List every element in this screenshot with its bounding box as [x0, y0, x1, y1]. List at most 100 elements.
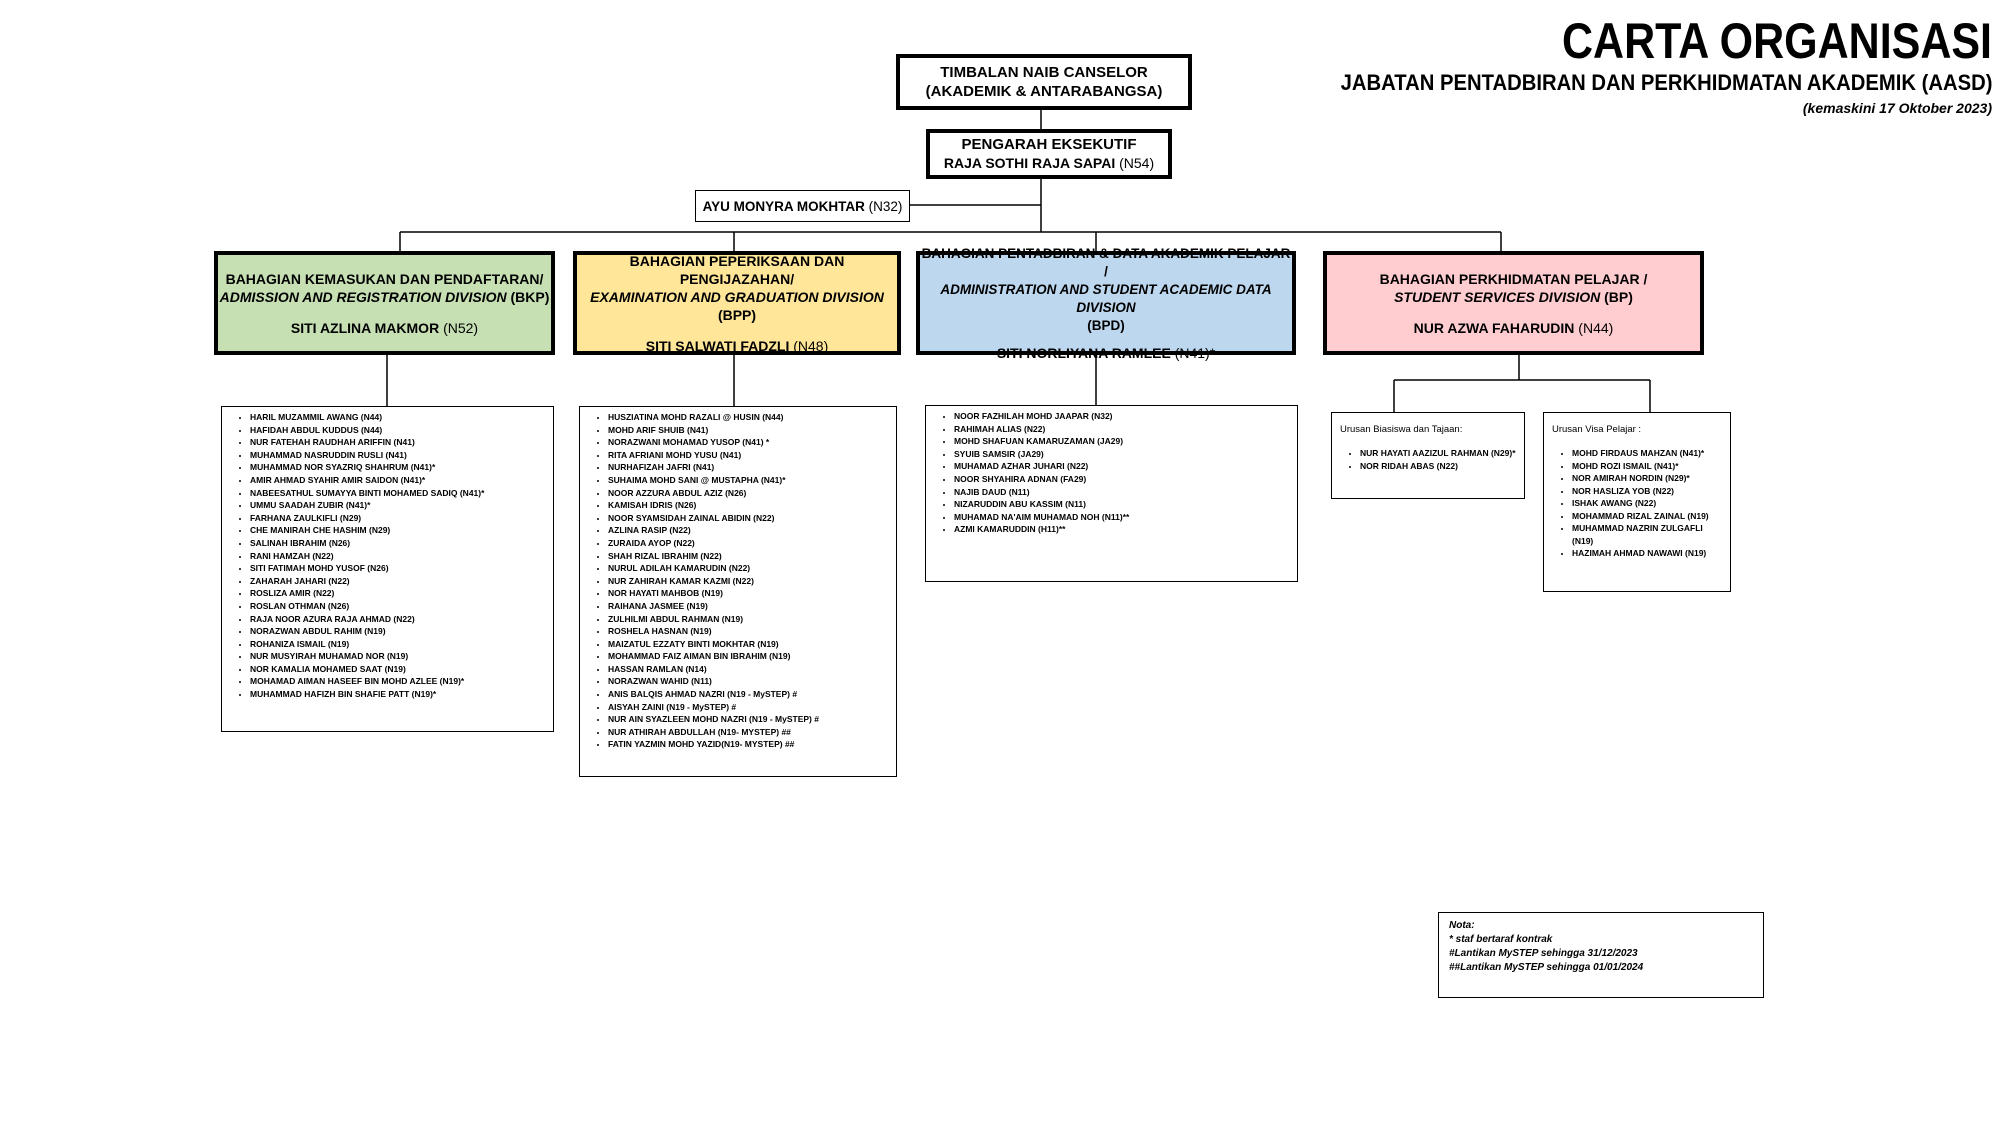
- staff-member: NABEESATHUL SUMAYYA BINTI MOHAMED SADIQ …: [250, 487, 547, 500]
- staff-member: MUHAMMAD NASRUDDIN RUSLI (N41): [250, 449, 547, 462]
- staff-member: MOHAMMAD RIZAL ZAINAL (N19): [1572, 510, 1724, 523]
- staff-member: NUR ATHIRAH ABDULLAH (N19- MYSTEP) ##: [608, 726, 890, 739]
- staff-member: NOR HASLIZA YOB (N22): [1572, 485, 1724, 498]
- division-bp-head: NUR AZWA FAHARUDIN: [1413, 320, 1575, 336]
- staff-member: NOOR FAZHILAH MOHD JAAPAR (N32): [954, 410, 1291, 423]
- staff-member: MUHAMMAD NOR SYAZRIQ SHAHRUM (N41)*: [250, 461, 547, 474]
- director-box: PENGARAH EKSEKUTIF RAJA SOTHI RAJA SAPAI…: [926, 129, 1172, 179]
- staff-member: MOHD ARIF SHUIB (N41): [608, 424, 890, 437]
- assistant-box: AYU MONYRA MOKHTAR (N32): [695, 190, 910, 222]
- staff-member: NUR FATEHAH RAUDHAH ARIFFIN (N41): [250, 436, 547, 449]
- staff-member: FATIN YAZMIN MOHD YAZID(N19- MYSTEP) ##: [608, 738, 890, 751]
- staff-member: NORAZWAN WAHID (N11): [608, 675, 890, 688]
- staff-member: NOR HAYATI MAHBOB (N19): [608, 587, 890, 600]
- staff-member: AISYAH ZAINI (N19 - MySTEP) #: [608, 701, 890, 714]
- staff-member: MOHAMMAD FAIZ AIMAN BIN IBRAHIM (N19): [608, 650, 890, 663]
- staff-list-visa: Urusan Visa Pelajar : MOHD FIRDAUS MAHZA…: [1543, 412, 1731, 592]
- staff-member: MOHAMAD AIMAN HASEEF BIN MOHD AZLEE (N19…: [250, 675, 547, 688]
- staff-member: ANIS BALQIS AHMAD NAZRI (N19 - MySTEP) #: [608, 688, 890, 701]
- director-grade: (N54): [1119, 155, 1155, 171]
- staff-member: NAJIB DAUD (N11): [954, 486, 1291, 499]
- division-bp-name: BAHAGIAN PERKHIDMATAN PELAJAR /: [1379, 271, 1648, 287]
- staff-items-bkp: HARIL MUZAMMIL AWANG (N44)HAFIDAH ABDUL …: [230, 411, 547, 701]
- staff-member: NORAZWAN ABDUL RAHIM (N19): [250, 625, 547, 638]
- staff-list-bkp: HARIL MUZAMMIL AWANG (N44)HAFIDAH ABDUL …: [221, 406, 554, 732]
- staff-member: CHE MANIRAH CHE HASHIM (N29): [250, 524, 547, 537]
- staff-member: MOHD FIRDAUS MAHZAN (N41)*: [1572, 447, 1724, 460]
- staff-member: ZAHARAH JAHARI (N22): [250, 575, 547, 588]
- staff-member: HASSAN RAMLAN (N14): [608, 663, 890, 676]
- staff-member: FARHANA ZAULKIFLI (N29): [250, 512, 547, 525]
- staff-member: NOOR AZZURA ABDUL AZIZ (N26): [608, 487, 890, 500]
- scholarship-unit-title: Urusan Biasiswa dan Tajaan:: [1340, 424, 1463, 435]
- chart-title: CARTA ORGANISASI: [1562, 13, 1992, 69]
- staff-member: RAJA NOOR AZURA RAJA AHMAD (N22): [250, 613, 547, 626]
- staff-member: ZURAIDA AYOP (N22): [608, 537, 890, 550]
- staff-member: ROHANIZA ISMAIL (N19): [250, 638, 547, 651]
- assistant-grade: (N32): [868, 198, 903, 214]
- staff-member: MOHD ROZI ISMAIL (N41)*: [1572, 460, 1724, 473]
- note-mystep-2023: #Lantikan MySTEP sehingga 31/12/2023: [1449, 948, 1638, 959]
- division-bpp-code: (BPP): [717, 307, 757, 323]
- division-bp-english: STUDENT SERVICES DIVISION: [1394, 289, 1601, 305]
- notes-label: Nota:: [1449, 920, 1475, 931]
- staff-member: NURUL ADILAH KAMARUDIN (N22): [608, 562, 890, 575]
- staff-member: HAZIMAH AHMAD NAWAWI (N19): [1572, 547, 1724, 560]
- staff-member: HAFIDAH ABDUL KUDDUS (N44): [250, 424, 547, 437]
- division-bpp-name: BAHAGIAN PEPERIKSAAN DAN PENGIJAZAHAN/: [629, 253, 845, 287]
- staff-member: RAHIMAH ALIAS (N22): [954, 423, 1291, 436]
- staff-member: ZULHILMI ABDUL RAHMAN (N19): [608, 613, 890, 626]
- staff-member: ISHAK AWANG (N22): [1572, 497, 1724, 510]
- staff-items-visa: MOHD FIRDAUS MAHZAN (N41)*MOHD ROZI ISMA…: [1552, 447, 1724, 560]
- staff-member: NUR MUSYIRAH MUHAMAD NOR (N19): [250, 650, 547, 663]
- staff-member: NOR RIDAH ABAS (N22): [1360, 460, 1518, 473]
- division-bkp-name: BAHAGIAN KEMASUKAN DAN PENDAFTARAN/: [225, 271, 544, 287]
- assistant-name: AYU MONYRA MOKHTAR: [702, 198, 865, 214]
- staff-member: NUR HAYATI AAZIZUL RAHMAN (N29)*: [1360, 447, 1518, 460]
- staff-member: RITA AFRIANI MOHD YUSU (N41): [608, 449, 890, 462]
- staff-member: MUHAMAD NA'AIM MUHAMAD NOH (N11)**: [954, 511, 1291, 524]
- deputy-vc-portfolio: (AKADEMIK & ANTARABANGSA): [925, 83, 1163, 100]
- staff-member: KAMISAH IDRIS (N26): [608, 499, 890, 512]
- staff-member: UMMU SAADAH ZUBIR (N41)*: [250, 499, 547, 512]
- staff-items-bpd: NOOR FAZHILAH MOHD JAAPAR (N32)RAHIMAH A…: [934, 410, 1291, 536]
- division-bkp-head-grade: (N52): [443, 320, 479, 336]
- division-bkp-code: (BKP): [506, 289, 550, 305]
- staff-member: MUHAMMAD HAFIZH BIN SHAFIE PATT (N19)*: [250, 688, 547, 701]
- division-bkp-english: ADMISSION AND REGISTRATION DIVISION: [219, 289, 507, 305]
- division-bkp: BAHAGIAN KEMASUKAN DAN PENDAFTARAN/ ADMI…: [214, 251, 555, 355]
- staff-member: NIZARUDDIN ABU KASSIM (N11): [954, 498, 1291, 511]
- staff-member: RAIHANA JASMEE (N19): [608, 600, 890, 613]
- note-contract: * staf bertaraf kontrak: [1449, 934, 1553, 945]
- staff-member: ROSHELA HASNAN (N19): [608, 625, 890, 638]
- staff-member: AMIR AHMAD SYAHIR AMIR SAIDON (N41)*: [250, 474, 547, 487]
- staff-member: RANI HAMZAH (N22): [250, 550, 547, 563]
- staff-member: NOOR SHYAHIRA ADNAN (FA29): [954, 473, 1291, 486]
- staff-member: SUHAIMA MOHD SANI @ MUSTAPHA (N41)*: [608, 474, 890, 487]
- deputy-vc-title: TIMBALAN NAIB CANSELOR: [940, 64, 1148, 81]
- staff-member: AZLINA RASIP (N22): [608, 524, 890, 537]
- division-bp-code: (BP): [1600, 289, 1633, 305]
- deputy-vc-box: TIMBALAN NAIB CANSELOR (AKADEMIK & ANTAR…: [896, 54, 1192, 110]
- division-bpp-head: SITI SALWATI FADZLI: [645, 338, 790, 354]
- staff-member: HARIL MUZAMMIL AWANG (N44): [250, 411, 547, 424]
- staff-member: AZMI KAMARUDDIN (H11)**: [954, 523, 1291, 536]
- director-name: RAJA SOTHI RAJA SAPAI: [943, 155, 1116, 171]
- division-bp: BAHAGIAN PERKHIDMATAN PELAJAR / STUDENT …: [1323, 251, 1704, 355]
- updated-date: (kemaskini 17 Oktober 2023): [1802, 100, 1992, 116]
- staff-member: NOR AMIRAH NORDIN (N29)*: [1572, 472, 1724, 485]
- division-bpd: BAHAGIAN PENTADBIRAN & DATA AKADEMIK PEL…: [916, 246, 1296, 361]
- chart-subtitle: JABATAN PENTADBIRAN DAN PERKHIDMATAN AKA…: [1340, 70, 1992, 95]
- note-mystep-2024: ##Lantikan MySTEP sehingga 01/01/2024: [1449, 962, 1644, 973]
- staff-member: NUR ZAHIRAH KAMAR KAZMI (N22): [608, 575, 890, 588]
- staff-member: SITI FATIMAH MOHD YUSOF (N26): [250, 562, 547, 575]
- division-bkp-head: SITI AZLINA MAKMOR: [290, 320, 440, 336]
- staff-member: ROSLIZA AMIR (N22): [250, 587, 547, 600]
- division-bpd-head: SITI NORLIYANA RAMLEE: [996, 345, 1171, 361]
- staff-member: NOOR SYAMSIDAH ZAINAL ABIDIN (N22): [608, 512, 890, 525]
- division-bpp: BAHAGIAN PEPERIKSAAN DAN PENGIJAZAHAN/ E…: [573, 251, 901, 355]
- staff-member: HUSZIATINA MOHD RAZALI @ HUSIN (N44): [608, 411, 890, 424]
- division-bpp-head-grade: (N48): [793, 338, 829, 354]
- staff-member: SYUIB SAMSIR (JA29): [954, 448, 1291, 461]
